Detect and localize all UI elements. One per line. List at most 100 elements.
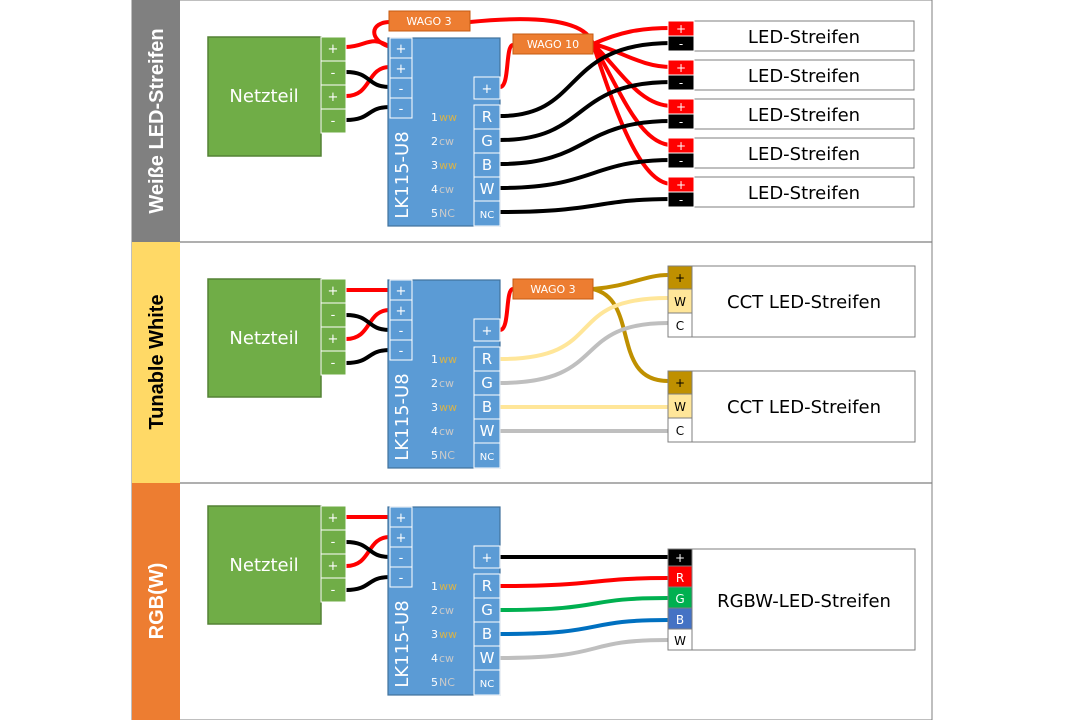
ctrl-out-r: R	[482, 350, 492, 368]
channel-tag-nc: NC	[439, 449, 455, 462]
wago-3-label: WAGO 3	[406, 15, 451, 28]
rgbw-pin-r: R	[676, 571, 684, 585]
ctrl-in-minus: -	[399, 324, 404, 339]
channel-tag-cw: cw	[439, 652, 454, 665]
wago-3-connector	[388, 10, 471, 32]
channel-tag-ww: ww	[439, 580, 457, 593]
ctrl-out-plus: +	[482, 82, 493, 97]
psu-pin-plus: +	[328, 42, 339, 57]
wago-3-label: WAGO 3	[530, 283, 575, 296]
strip-label: LED-Streifen	[748, 27, 860, 48]
psu-pin-minus: -	[331, 308, 336, 323]
rgbw-strip: + R G B W RGBW-LED-Streifen	[667, 548, 916, 651]
strip-label: CCT LED-Streifen	[727, 397, 881, 418]
led-strip: + - LED-Streifen	[667, 98, 915, 130]
power-supply-label: Netzteil	[229, 328, 298, 349]
psu-pin-minus: -	[331, 583, 336, 598]
cct-pin-c: C	[676, 319, 684, 333]
strip-pin-plus: +	[676, 100, 686, 114]
channel-number: 5	[431, 449, 438, 462]
sidebar-band-rgbw	[132, 483, 180, 720]
ctrl-out-b: B	[482, 398, 492, 416]
strip-pin-plus: +	[676, 178, 686, 192]
psu-pin-plus: +	[328, 332, 339, 347]
ctrl-in-minus: -	[399, 102, 404, 117]
strip-pin-plus: +	[676, 139, 686, 153]
ctrl-in-minus: -	[399, 82, 404, 97]
channel-tag-cw: cw	[439, 377, 454, 390]
channel-number: 2	[431, 135, 438, 148]
ctrl-in-plus: +	[396, 511, 407, 526]
ctrl-out-nc: NC	[480, 210, 494, 221]
rgbw-pin-g: G	[675, 592, 684, 606]
ctrl-out-w: W	[480, 649, 495, 667]
power-supply-terminals: + - + -	[320, 505, 347, 603]
rgbw-pin-w: W	[674, 634, 686, 648]
cct-pin-plus: +	[675, 271, 685, 285]
ctrl-in-plus: +	[396, 42, 407, 57]
ctrl-out-g: G	[481, 374, 493, 392]
ctrl-in-plus: +	[396, 62, 407, 77]
channel-number: 1	[431, 580, 438, 593]
channel-number: 3	[431, 628, 438, 641]
channel-tag-ww: ww	[439, 353, 457, 366]
strip-pin-minus: -	[679, 76, 683, 90]
strip-label: LED-Streifen	[748, 183, 860, 204]
wago-10-connector	[512, 33, 594, 55]
ctrl-out-b: B	[482, 625, 492, 643]
channel-tag-cw: cw	[439, 135, 454, 148]
ctrl-in-plus: +	[396, 304, 407, 319]
strip-label: LED-Streifen	[748, 66, 860, 87]
ctrl-out-r: R	[482, 108, 492, 126]
sidebar-band-white	[132, 0, 180, 242]
channel-number: 2	[431, 377, 438, 390]
section-rgbw: Netzteil + - + - + + - - + LK115-U8 1 ww…	[207, 505, 916, 696]
led-strip: + - LED-Streifen	[667, 137, 915, 169]
channel-number: 5	[431, 207, 438, 220]
psu-pin-minus: -	[331, 535, 336, 550]
wago-3-connector	[512, 278, 594, 300]
cct-pin-plus: +	[675, 376, 685, 390]
channel-tag-cw: cw	[439, 183, 454, 196]
power-supply-terminals: + - + -	[320, 36, 347, 134]
channel-number: 4	[431, 183, 438, 196]
controller-label: LK115-U8	[392, 131, 413, 218]
psu-pin-plus: +	[328, 559, 339, 574]
channel-tag-ww: ww	[439, 159, 457, 172]
psu-pin-minus: -	[331, 356, 336, 371]
ctrl-out-plus: +	[482, 324, 493, 339]
ctrl-out-g: G	[481, 601, 493, 619]
strip-pin-minus: -	[679, 154, 683, 168]
strip-pin-minus: -	[679, 115, 683, 129]
cct-pin-c: C	[676, 424, 684, 438]
cct-pin-w: W	[674, 400, 686, 414]
channel-number: 3	[431, 401, 438, 414]
led-strip: + - LED-Streifen	[667, 176, 915, 208]
ctrl-out-nc: NC	[480, 679, 494, 690]
channel-number: 3	[431, 159, 438, 172]
cct-strip: + W C CCT LED-Streifen	[667, 370, 916, 443]
power-supply-label: Netzteil	[229, 86, 298, 107]
psu-pin-minus: -	[331, 66, 336, 81]
wago-10-label: WAGO 10	[527, 38, 579, 51]
ctrl-out-w: W	[480, 180, 495, 198]
power-supply-terminals: + - + -	[320, 278, 347, 376]
section-title-white: Weiße LED-Streifen	[146, 28, 168, 213]
channel-tag-nc: NC	[439, 207, 455, 220]
channel-tag-cw: cw	[439, 425, 454, 438]
power-supply	[207, 505, 322, 625]
power-supply	[207, 36, 322, 157]
ctrl-out-nc: NC	[480, 452, 494, 463]
strip-label: LED-Streifen	[748, 144, 860, 165]
channel-tag-cw: cw	[439, 604, 454, 617]
ctrl-in-minus: -	[399, 571, 404, 586]
rgbw-pin-b: B	[676, 613, 684, 627]
channel-number: 4	[431, 652, 438, 665]
power-supply	[207, 278, 322, 398]
channel-number: 1	[431, 353, 438, 366]
channel-tag-ww: ww	[439, 401, 457, 414]
psu-pin-plus: +	[328, 511, 339, 526]
channel-number: 2	[431, 604, 438, 617]
channel-tag-ww: ww	[439, 111, 457, 124]
ctrl-in-plus: +	[396, 284, 407, 299]
